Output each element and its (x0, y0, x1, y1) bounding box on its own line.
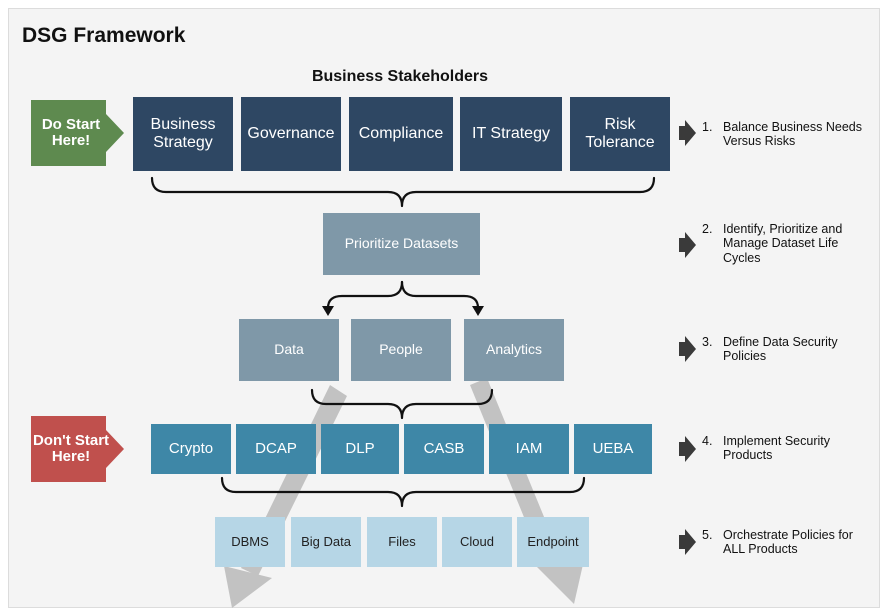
fork-brace-right (400, 280, 480, 310)
do-start-here-label: Do Start Here! (41, 115, 101, 149)
product-dlp: DLP (321, 424, 399, 474)
dont-start-arrow-shape (31, 416, 124, 482)
step-2-number: 2. (702, 222, 713, 236)
step-1-arrow (679, 120, 696, 146)
platform-dbms: DBMS (215, 517, 285, 567)
stakeholder-business-strategy: Business Strategy (133, 97, 233, 171)
product-dcap: DCAP (236, 424, 316, 474)
policy-analytics-box: Analytics (464, 319, 564, 381)
product-crypto: Crypto (151, 424, 231, 474)
stakeholder-it-strategy: IT Strategy (460, 97, 562, 171)
product-brace (220, 476, 586, 508)
step-2-arrow (679, 232, 696, 258)
stakeholder-brace (150, 176, 656, 208)
stakeholder-compliance: Compliance (349, 97, 453, 171)
step-3-number: 3. (702, 335, 713, 349)
fork-brace (326, 280, 404, 310)
left-diagonal-arrowhead (224, 566, 272, 608)
prioritize-datasets-box: Prioritize Datasets (323, 213, 480, 275)
step-arrows (679, 120, 696, 555)
step-5-number: 5. (702, 528, 713, 542)
platform-big-data: Big Data (291, 517, 361, 567)
policy-people-box: People (351, 319, 451, 381)
page-title: DSG Framework (22, 24, 186, 47)
do-start-arrow-shape (31, 100, 124, 166)
right-diagonal-arrowhead (536, 560, 584, 604)
step-4-arrow (679, 436, 696, 462)
product-ueba: UEBA (574, 424, 652, 474)
step-3-arrow (679, 336, 696, 362)
dont-start-here-label: Don't Start Here! (32, 431, 110, 465)
product-iam: IAM (489, 424, 569, 474)
step-4-text: Implement Security Products (723, 434, 830, 463)
platform-cloud: Cloud (442, 517, 512, 567)
fork-arrowheads (322, 306, 484, 316)
policy-data-box: Data (239, 319, 339, 381)
step-2-text: Identify, Prioritize and Manage Dataset … (723, 222, 843, 265)
stakeholder-governance: Governance (241, 97, 341, 171)
stakeholder-risk-tolerance: Risk Tolerance (570, 97, 670, 171)
platform-files: Files (367, 517, 437, 567)
step-4-number: 4. (702, 434, 713, 448)
step-5-arrow (679, 529, 696, 555)
step-5-text: Orchestrate Policies for ALL Products (723, 528, 853, 557)
platform-endpoint: Endpoint (517, 517, 589, 567)
product-casb: CASB (404, 424, 484, 474)
step-3-text: Define Data Security Policies (723, 335, 838, 364)
step-1-number: 1. (702, 120, 713, 134)
stakeholders-heading: Business Stakeholders (311, 68, 489, 85)
step-1-text: Balance Business Needs Versus Risks (723, 120, 862, 149)
policy-brace (310, 388, 494, 420)
